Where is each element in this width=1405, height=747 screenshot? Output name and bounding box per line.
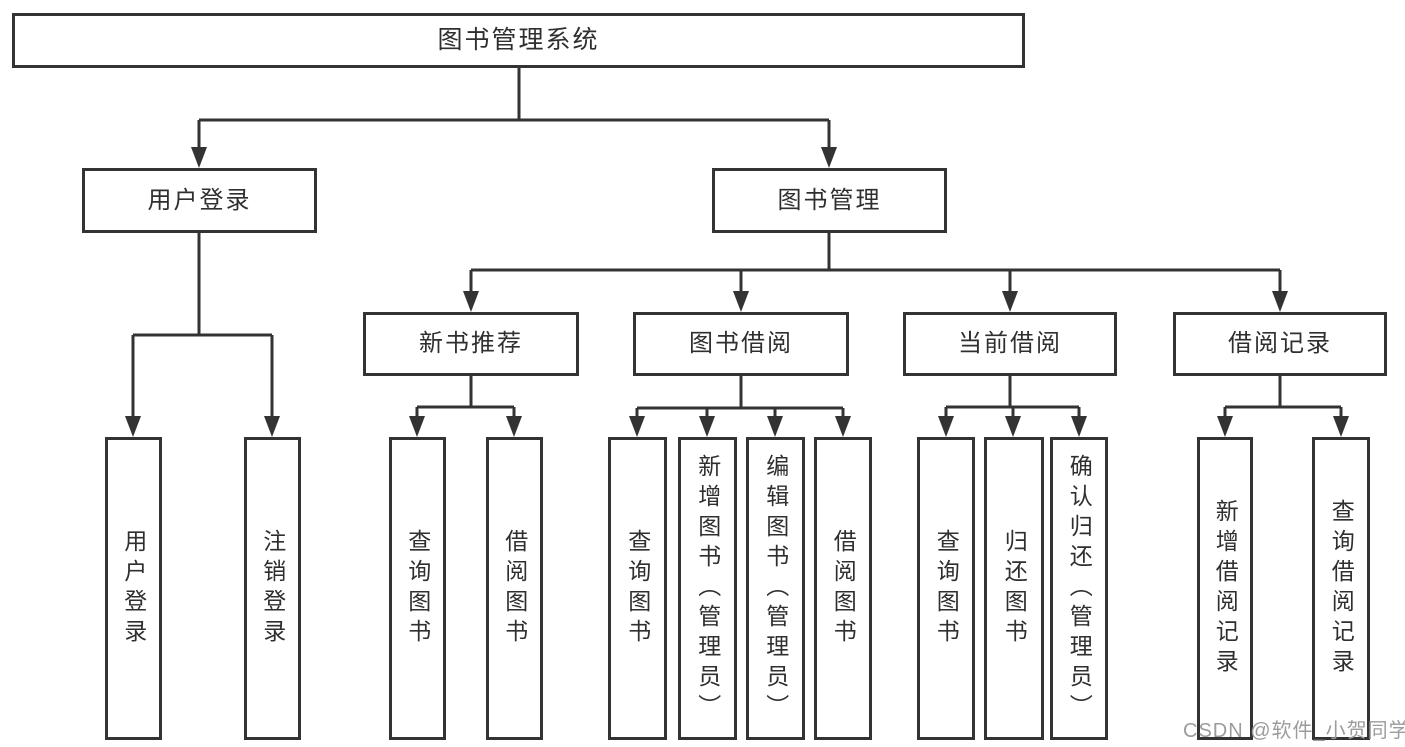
node-query-borrow-record: 查询借阅记录 — [1312, 437, 1370, 740]
node-borrow-records: 借阅记录 — [1173, 312, 1387, 376]
node-query-books-2: 查询图书 — [608, 437, 667, 740]
arrowhead-icon — [125, 416, 141, 437]
connector — [629, 376, 851, 437]
node-add-book-admin: 新增图书（管理员） — [678, 437, 737, 740]
arrowhead-icon — [264, 416, 280, 437]
connector — [463, 233, 1288, 312]
arrowhead-icon — [506, 416, 522, 437]
watermark: CSDN @软件_小贺同学 — [1183, 720, 1405, 742]
arrowhead-icon — [733, 291, 749, 312]
arrowhead-icon — [463, 291, 479, 312]
arrowhead-icon — [699, 416, 715, 437]
arrowhead-icon — [835, 416, 851, 437]
arrowhead-icon — [821, 147, 837, 168]
node-borrow-books-1: 借阅图书 — [486, 437, 543, 740]
node-book-borrow: 图书借阅 — [633, 312, 849, 376]
arrowhead-icon — [191, 147, 207, 168]
arrowhead-icon — [1071, 416, 1087, 437]
node-borrow-books-2: 借阅图书 — [814, 437, 872, 740]
connector — [938, 376, 1087, 437]
arrowhead-icon — [1272, 291, 1288, 312]
connector-line — [469, 233, 1282, 300]
node-query-books-3: 查询图书 — [917, 437, 975, 740]
connector-line — [131, 233, 274, 425]
node-query-books-1: 查询图书 — [389, 437, 446, 740]
node-add-borrow-record: 新增借阅记录 — [1197, 437, 1253, 740]
node-confirm-return-admin: 确认归还（管理员） — [1050, 437, 1108, 740]
node-edit-book-admin: 编辑图书（管理员） — [746, 437, 805, 740]
node-user-login-leaf: 用户登录 — [105, 437, 162, 740]
arrowhead-icon — [629, 416, 645, 437]
node-return-books: 归还图书 — [984, 437, 1044, 740]
connector — [125, 233, 280, 437]
connector-line — [1223, 376, 1343, 425]
node-book-management: 图书管理 — [712, 168, 947, 233]
node-logout: 注销登录 — [244, 437, 301, 740]
arrowhead-icon — [767, 416, 783, 437]
arrowhead-icon — [409, 416, 425, 437]
node-root: 图书管理系统 — [12, 13, 1025, 68]
arrowhead-icon — [1333, 416, 1349, 437]
node-user-login: 用户登录 — [82, 168, 317, 233]
arrowhead-icon — [938, 416, 954, 437]
arrowhead-icon — [1005, 416, 1021, 437]
connector-line — [415, 376, 516, 425]
node-new-book-recommend: 新书推荐 — [363, 312, 579, 376]
connector — [409, 376, 522, 437]
connector — [191, 68, 837, 168]
connector-line — [197, 68, 831, 156]
arrowhead-icon — [1217, 416, 1233, 437]
node-current-borrow: 当前借阅 — [903, 312, 1117, 376]
arrowhead-icon — [1002, 291, 1018, 312]
connector — [1217, 376, 1349, 437]
connector-line — [635, 376, 845, 425]
